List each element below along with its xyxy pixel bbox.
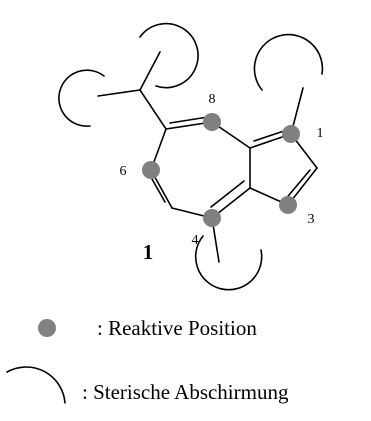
- reactive-dot-c6: [142, 161, 160, 179]
- position-label-1: 1: [317, 126, 324, 141]
- reactive-dot-c3: [279, 196, 297, 214]
- position-label-4: 4: [192, 233, 199, 248]
- legend-reactive-label: : Reaktive Position: [97, 316, 257, 340]
- position-label-3: 3: [308, 212, 315, 227]
- compound-number: 1: [143, 240, 154, 264]
- steric-arc-legend: [6, 366, 66, 404]
- bond-c3a-c4-inner: [210, 180, 245, 208]
- reactive-dots: [38, 113, 300, 337]
- reactive-dot-c4: [203, 209, 221, 227]
- bond-isopropyl-methyl-a: [139, 51, 161, 91]
- steric-arcs: [6, 22, 324, 404]
- legend-steric-label: : Sterische Abschirmung: [82, 380, 289, 404]
- molecule-bonds: [97, 51, 318, 263]
- reactive-dot-legend: [38, 319, 56, 337]
- steric-arc-methyl-c4: [194, 235, 263, 291]
- bond-c8a-c1-inner: [253, 129, 288, 142]
- steric-arc-isopropyl-top: [139, 22, 199, 89]
- reactive-dot-c1: [282, 125, 300, 143]
- steric-arc-isopropyl-left: [58, 69, 105, 127]
- position-label-6: 6: [120, 164, 127, 179]
- steric-arc-methyl-c1: [253, 33, 324, 91]
- reactive-dot-c8: [203, 113, 221, 131]
- bond-c7-c8-inner: [169, 116, 209, 124]
- bond-c2-c3-inner: [283, 169, 311, 202]
- position-label-8: 8: [209, 92, 216, 107]
- bond-isopropyl-methyl-b: [97, 89, 141, 97]
- bond-c7-isopropyl-ch: [139, 89, 167, 130]
